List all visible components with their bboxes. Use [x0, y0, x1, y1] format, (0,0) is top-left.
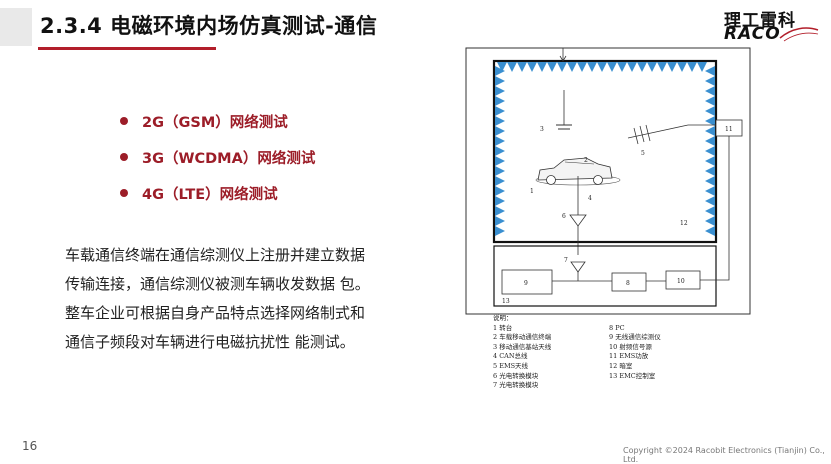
logo-cn-text: 理工雷科 [724, 11, 796, 31]
control-room [493, 245, 717, 307]
legend-item: 8 PC [609, 323, 625, 332]
company-logo: 理工雷科 RACO [722, 4, 822, 46]
vehicle-icon [535, 157, 621, 186]
label-1: 1 [530, 188, 534, 195]
slide-header: 2.3.4 电磁环境内场仿真测试-通信 理工雷科 RACO [0, 0, 831, 50]
pc-box [611, 272, 647, 292]
bullet-dot-icon [120, 153, 128, 161]
bullet-item: 4G（LTE）网络测试 [120, 175, 315, 211]
ems-antenna-icon [627, 124, 716, 145]
optic-converter-icon [569, 214, 587, 227]
title-accent-block [0, 8, 32, 46]
slide-title: 2.3.4 电磁环境内场仿真测试-通信 [40, 14, 378, 38]
outer-frame [465, 47, 751, 315]
legend-item: 2 车载移动通信终端 [493, 333, 552, 342]
legend-item: 12 暗室 [609, 361, 633, 370]
base-station-antenna-icon [556, 90, 572, 130]
diagram-legend: 说明： 1 转台 2 车载移动通信终端 3 移动通信基站天线 4 CAN总线 5… [493, 314, 733, 391]
label-11: 11 [725, 126, 733, 133]
absorber-array [495, 62, 715, 236]
label-13: 13 [502, 298, 510, 305]
legend-item: 6 光电转换模块 [493, 371, 539, 380]
legend-item: 1 转台 [493, 323, 513, 332]
paragraph-line: 通信子频段对车辆进行电磁抗扰性 能测试。 [65, 333, 355, 351]
label-6: 6 [562, 213, 566, 220]
label-2: 2 [584, 157, 588, 164]
legend-item: 7 光电转换模块 [493, 381, 539, 390]
comms-tester-box [501, 269, 553, 295]
bullet-dot-icon [120, 189, 128, 197]
paragraph-line: 传输连接，通信综测仪被测车辆收发数据 包。 [65, 275, 370, 293]
label-8: 8 [626, 280, 630, 287]
label-9: 9 [524, 280, 528, 287]
bullet-text: 2G（GSM）网络测试 [142, 114, 288, 131]
label-5: 5 [641, 150, 645, 157]
logo-swoosh-icon [779, 27, 819, 42]
bullet-text: 3G（WCDMA）网络测试 [142, 150, 316, 167]
legend-item: 4 CAN总线 [493, 352, 528, 361]
label-7: 7 [564, 257, 568, 264]
legend-column-right: 8 PC 9 无线通信综测仪 10 射频信号源 11 EMS功放 12 暗室 1… [609, 324, 725, 391]
bullet-text: 4G（LTE）网络测试 [142, 186, 278, 203]
optic-converter-2-icon [570, 261, 586, 273]
copyright-text: Copyright ©2024 Racobit Electronics (Tia… [623, 446, 825, 464]
paragraph-line: 车载通信终端在通信综测仪上注册并建立数据 [65, 246, 366, 264]
legend-item: 5 EMS天线 [493, 361, 529, 370]
legend-item: 10 射频信号源 [609, 342, 652, 351]
logo-en-text: RACO [724, 24, 781, 44]
label-4: 4 [588, 195, 592, 202]
title-underline [38, 47, 216, 50]
page-number: 16 [22, 439, 38, 453]
legend-heading: 说明： [493, 314, 513, 322]
bullet-list: 2G（GSM）网络测试 3G（WCDMA）网络测试 4G（LTE）网络测试 [120, 103, 315, 211]
legend-item: 13 EMC控制室 [609, 371, 656, 380]
bullet-dot-icon [120, 117, 128, 125]
paragraph-line: 整车企业可根据自身产品特点选择网络制式和 [65, 304, 366, 322]
legend-item: 11 EMS功放 [609, 352, 649, 361]
anechoic-chamber [492, 59, 718, 244]
test-setup-diagram: 1 2 3 4 5 6 7 8 9 10 11 12 13 [465, 47, 751, 315]
description-paragraph: 车载通信终端在通信综测仪上注册并建立数据 传输连接，通信综测仪被测车辆收发数据 … [65, 241, 420, 357]
label-10: 10 [677, 278, 685, 285]
bullet-item: 2G（GSM）网络测试 [120, 103, 315, 139]
legend-item: 9 无线通信综测仪 [609, 333, 661, 342]
legend-column-left: 1 转台 2 车载移动通信终端 3 移动通信基站天线 4 CAN总线 5 EMS… [493, 324, 609, 391]
legend-item: 3 移动通信基站天线 [493, 342, 552, 351]
label-12: 12 [680, 220, 688, 227]
label-3: 3 [540, 126, 544, 133]
feed-line [465, 47, 564, 135]
bullet-item: 3G（WCDMA）网络测试 [120, 139, 315, 175]
